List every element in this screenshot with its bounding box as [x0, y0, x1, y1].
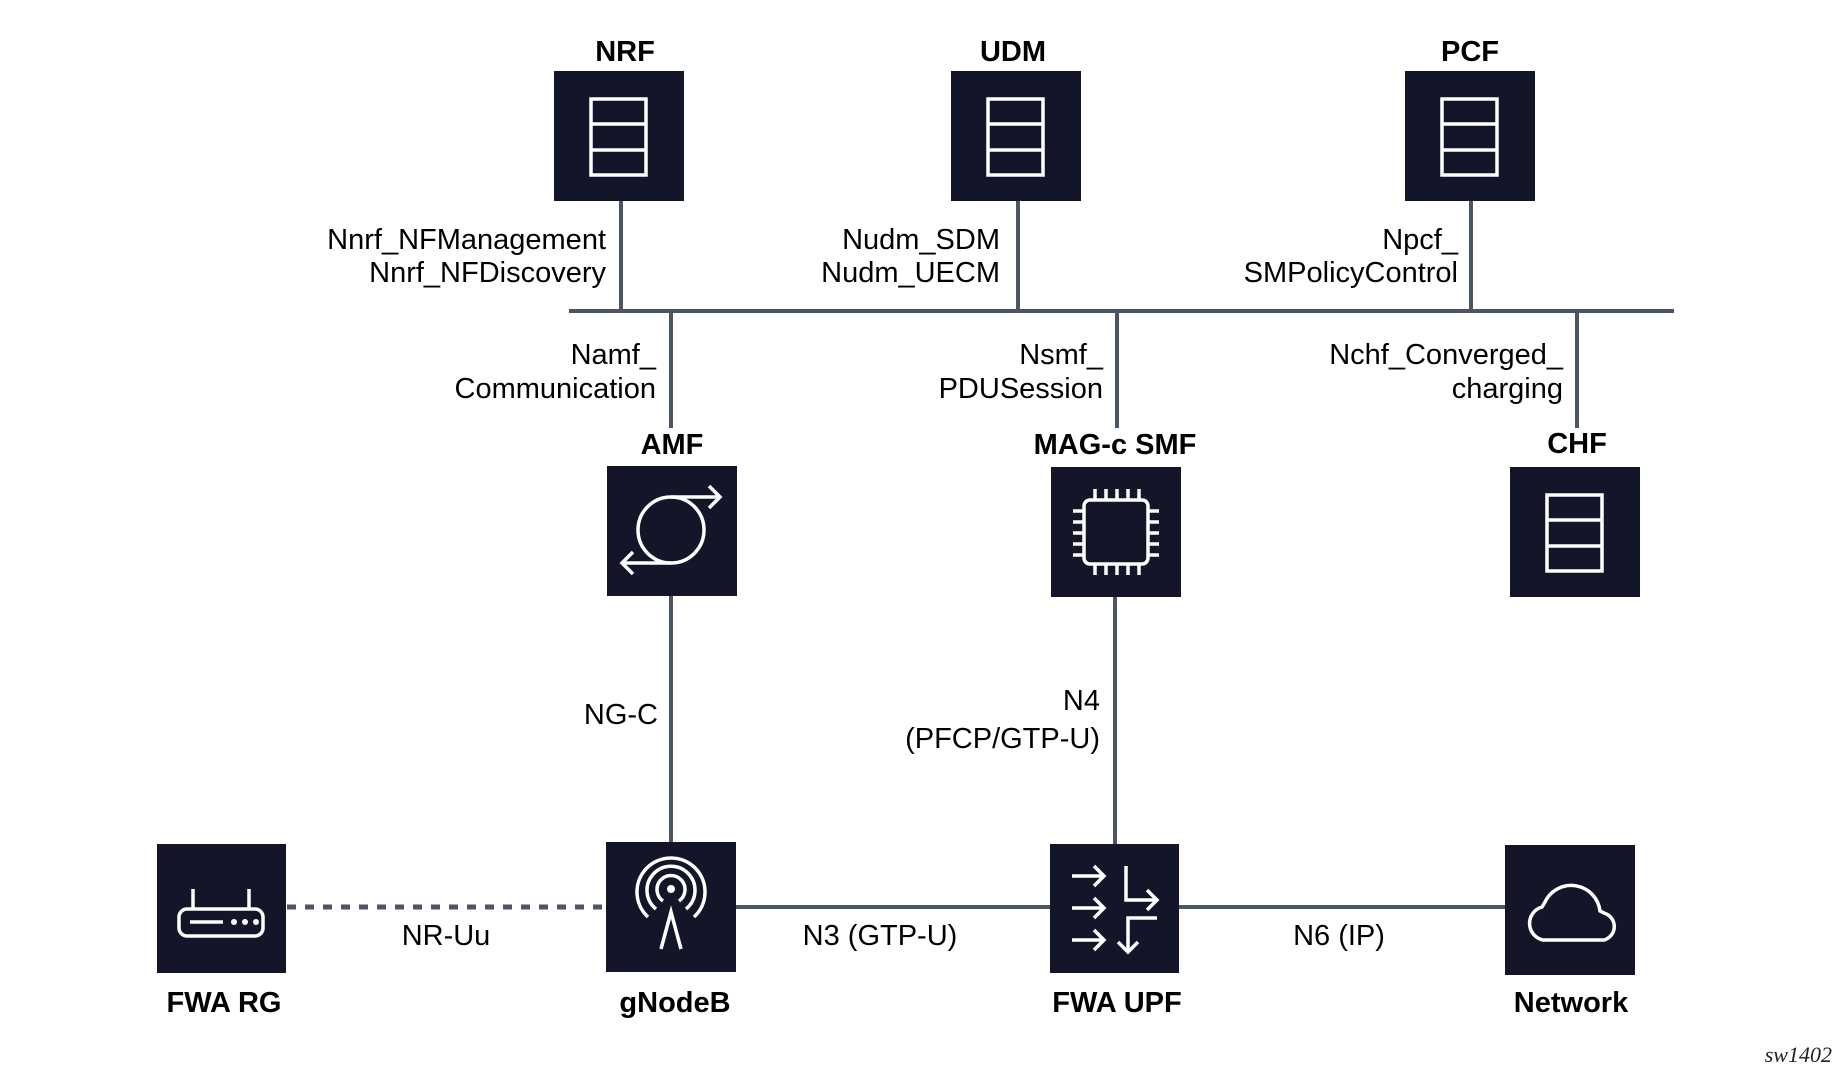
- interface-labels-n4: N4 (PFCP/GTP-U): [905, 685, 1100, 755]
- iface-label: Namf_: [571, 339, 657, 371]
- node-label-udm: UDM: [980, 36, 1046, 68]
- node-label-amf: AMF: [641, 429, 704, 461]
- node-label-rg: FWA RG: [167, 987, 282, 1019]
- interface-labels-pcf: Npcf_ SMPolicyControl: [1244, 224, 1459, 289]
- iface-label: Nnrf_NFManagement: [327, 224, 606, 256]
- node-box-chf: [1510, 467, 1640, 597]
- node-fwa-upf[interactable]: FWA UPF: [1050, 844, 1182, 1019]
- cycle-arrows-icon: [619, 484, 723, 576]
- iface-label-ngc: NG-C: [584, 699, 658, 731]
- node-box-smf: [1051, 467, 1181, 597]
- node-pcf[interactable]: PCF: [1405, 36, 1535, 201]
- database-icon: [1440, 97, 1499, 177]
- interface-labels-amf: Namf_ Communication: [455, 339, 657, 405]
- node-udm[interactable]: UDM: [951, 36, 1081, 201]
- node-label-chf: CHF: [1547, 428, 1607, 460]
- node-box-amf: [607, 466, 737, 596]
- node-network[interactable]: Network: [1505, 845, 1635, 1019]
- iface-label-nruu: NR-Uu: [402, 920, 491, 952]
- node-smf[interactable]: MAG-c SMF: [1034, 429, 1197, 597]
- cloud-icon: [1527, 883, 1617, 942]
- iface-label-n6: N6 (IP): [1293, 920, 1385, 952]
- node-chf[interactable]: CHF: [1510, 428, 1640, 597]
- node-fwa-rg[interactable]: FWA RG: [157, 844, 286, 1019]
- node-box-pcf: [1405, 71, 1535, 201]
- database-icon: [1545, 493, 1604, 573]
- node-label-upf: FWA UPF: [1052, 987, 1181, 1019]
- node-label-pcf: PCF: [1441, 36, 1499, 68]
- interface-labels-nrf: Nnrf_NFManagement Nnrf_NFDiscovery: [327, 224, 606, 289]
- node-label-nrf: NRF: [595, 36, 655, 68]
- iface-label: Npcf_: [1382, 224, 1459, 256]
- router-icon: [177, 889, 265, 938]
- iface-label: Nnrf_NFDiscovery: [369, 257, 606, 289]
- iface-label: Nudm_SDM: [842, 224, 1000, 256]
- figure-id: sw1402: [1765, 1042, 1832, 1067]
- links: [287, 200, 1674, 910]
- interface-labels-chf: Nchf_Converged_ charging: [1329, 339, 1564, 405]
- processor-chip-icon: [1073, 489, 1159, 575]
- iface-label: PDUSession: [939, 373, 1103, 405]
- iface-label: Nchf_Converged_: [1329, 339, 1564, 371]
- iface-label: Nudm_UECM: [821, 257, 1000, 289]
- node-nrf[interactable]: NRF: [554, 36, 684, 201]
- antenna-tower-icon: [635, 856, 707, 950]
- iface-label: (PFCP/GTP-U): [905, 723, 1100, 755]
- traffic-routing-icon: [1072, 864, 1160, 955]
- node-label-gnb: gNodeB: [619, 987, 730, 1019]
- node-box-net: [1505, 845, 1635, 975]
- interface-labels-smf: Nsmf_ PDUSession: [939, 339, 1104, 405]
- node-box-udm: [951, 71, 1081, 201]
- iface-label: charging: [1452, 373, 1563, 405]
- iface-label-n3: N3 (GTP-U): [803, 920, 958, 952]
- node-box-upf: [1050, 844, 1179, 973]
- database-icon: [986, 97, 1045, 177]
- iface-label: SMPolicyControl: [1244, 257, 1458, 289]
- node-label-smf: MAG-c SMF: [1034, 429, 1197, 461]
- interface-labels-udm: Nudm_SDM Nudm_UECM: [821, 224, 1000, 289]
- iface-label: Nsmf_: [1019, 339, 1104, 371]
- database-icon: [589, 97, 648, 177]
- node-gnodeb[interactable]: gNodeB: [606, 842, 736, 1019]
- iface-label: N4: [1063, 685, 1100, 717]
- node-label-net: Network: [1514, 987, 1629, 1019]
- node-amf[interactable]: AMF: [607, 429, 737, 596]
- iface-label: Communication: [455, 373, 656, 405]
- node-box-nrf: [554, 71, 684, 201]
